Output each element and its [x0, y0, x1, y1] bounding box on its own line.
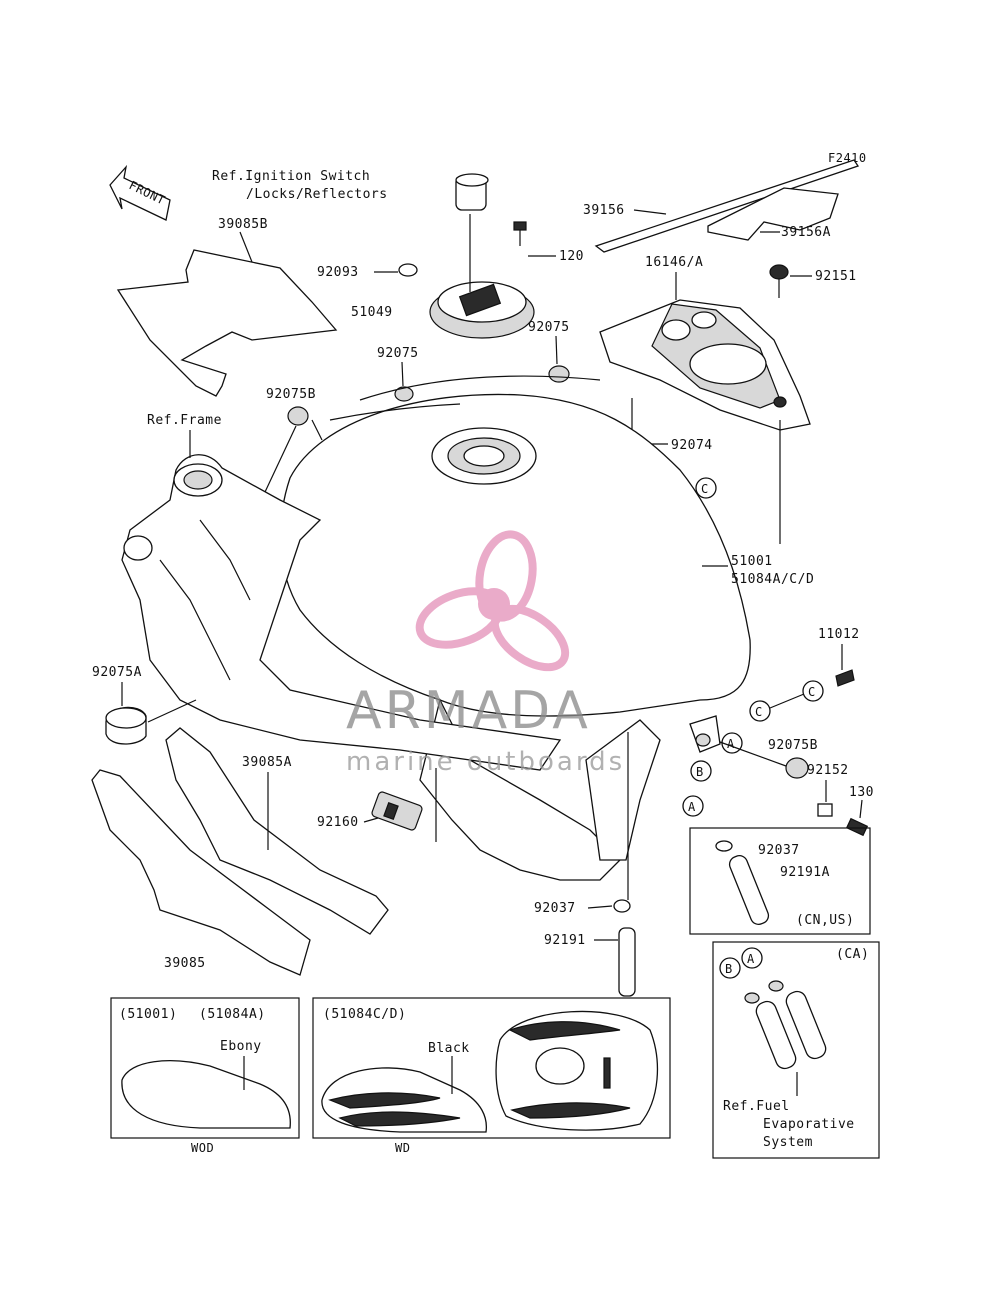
variant-code-51084cd: (51084C/D): [323, 1007, 406, 1022]
diagram-code: F2410: [828, 151, 867, 165]
screw-92151: [769, 264, 789, 298]
part-39085b: 39085B: [218, 217, 268, 232]
variant-color-black: Black: [428, 1041, 470, 1056]
variant-box-wd: [312, 997, 671, 1139]
part-92191: 92191: [544, 933, 586, 948]
part-92075a-grommet: 92075A: [92, 665, 142, 680]
region-us: (CN,US): [796, 913, 854, 928]
part-92037-us: 92037: [758, 843, 800, 858]
svg-text:A: A: [727, 737, 735, 751]
svg-text:A: A: [747, 952, 755, 966]
variant-box-wod: [110, 997, 300, 1139]
frame-reference: [121, 454, 562, 771]
part-120: 120: [559, 249, 584, 264]
ignition-note-line2: /Locks/Reflectors: [246, 187, 388, 202]
part-130: 130: [849, 785, 874, 800]
part-39156a: 39156A: [781, 225, 831, 240]
part-92075b: 92075B: [266, 387, 316, 402]
fuel-tank-51001: [279, 375, 751, 717]
grommet-92075-b: [394, 386, 414, 402]
part-92191a: 92191A: [780, 865, 830, 880]
us-detail-box: [689, 827, 871, 935]
bolt-130: [845, 817, 869, 837]
propeller-logo-icon: [415, 530, 570, 672]
svg-text:C: C: [808, 685, 816, 699]
tank-tunnel: [419, 698, 661, 881]
region-ca: (CA): [836, 947, 869, 962]
callout-c-1: C: [695, 477, 717, 499]
callout-c-3: C: [749, 700, 771, 722]
side-cover-39085: [91, 769, 311, 976]
side-cover-39085a: [165, 727, 389, 935]
part-39085a: 39085A: [242, 755, 292, 770]
variant-caption-wod: WOD: [191, 1141, 214, 1155]
callout-a-3: A: [741, 947, 763, 969]
ignition-note-line1: Ref.Ignition Switch: [212, 169, 370, 184]
part-16146a: 16146/A: [645, 255, 703, 270]
front-arrow-icon: FRONT: [109, 164, 171, 221]
tank-bracket: [689, 715, 721, 753]
part-51049: 51049: [351, 305, 393, 320]
hose-92191: [618, 927, 636, 997]
grommet-92075b: [287, 406, 309, 426]
washer-92093: [398, 263, 418, 277]
callout-b-2: B: [719, 957, 741, 979]
part-39156: 39156: [583, 203, 625, 218]
part-92074: 92074: [671, 438, 713, 453]
svg-text:C: C: [701, 482, 709, 496]
grommet-92075b-right: [785, 757, 809, 779]
bolt-11012: [835, 669, 855, 687]
variant-caption-wd: WD: [395, 1141, 410, 1155]
ca-hose-assembly: [744, 980, 827, 1070]
part-92075-a: 92075: [528, 320, 570, 335]
part-51084: 51084A/C/D: [731, 572, 814, 587]
part-11012: 11012: [818, 627, 860, 642]
svg-text:A: A: [688, 800, 696, 814]
ca-detail-box: [712, 941, 880, 1159]
frame-note: Ref.Frame: [147, 413, 222, 428]
damper-92160: [371, 791, 423, 831]
instrument-cover-16146: [599, 299, 811, 431]
watermark: ARMADA marine outboards: [346, 530, 625, 777]
callout-a-2: A: [682, 795, 704, 817]
part-92075-b: 92075: [377, 346, 419, 361]
collar-92152: [817, 803, 833, 817]
part-92160: 92160: [317, 815, 359, 830]
callout-b-1: B: [690, 760, 712, 782]
watermark-tagline: marine outboards: [346, 747, 625, 777]
part-92093: 92093: [317, 265, 359, 280]
svg-text:B: B: [725, 962, 733, 976]
clip-92037: [613, 899, 631, 913]
knee-pad-39085b: [116, 249, 338, 397]
grommet-92075-a: [548, 365, 570, 383]
svg-text:C: C: [755, 705, 763, 719]
part-92075b-right: 92075B: [768, 738, 818, 753]
variant-code-51001: (51001): [119, 1007, 177, 1022]
grommet-92075a: [105, 706, 147, 745]
part-51001: 51001: [731, 554, 773, 569]
callout-a-1: A: [721, 732, 743, 754]
trim-strip-39156: [594, 159, 860, 253]
evap-note-line2: Evaporative: [763, 1117, 855, 1132]
part-92151: 92151: [815, 269, 857, 284]
variant-color-ebony: Ebony: [220, 1039, 262, 1054]
fuel-cap-51049: [429, 173, 535, 339]
part-92037-drain: 92037: [534, 901, 576, 916]
evap-note-line1: Ref.Fuel: [723, 1099, 790, 1114]
us-hose-assembly: [715, 840, 770, 925]
watermark-brand: ARMADA: [346, 681, 591, 741]
svg-text:B: B: [696, 765, 704, 779]
screw-120: [513, 221, 527, 246]
variant-code-51084a: (51084A): [199, 1007, 266, 1022]
evap-note-line3: System: [763, 1135, 813, 1150]
part-39085: 39085: [164, 956, 206, 971]
tank-flames-side: [321, 1067, 488, 1133]
part-92152: 92152: [807, 763, 849, 778]
tank-outline-ebony: [121, 1060, 291, 1129]
tank-flames-top: [495, 1010, 658, 1131]
callout-c-2: C: [802, 680, 824, 702]
